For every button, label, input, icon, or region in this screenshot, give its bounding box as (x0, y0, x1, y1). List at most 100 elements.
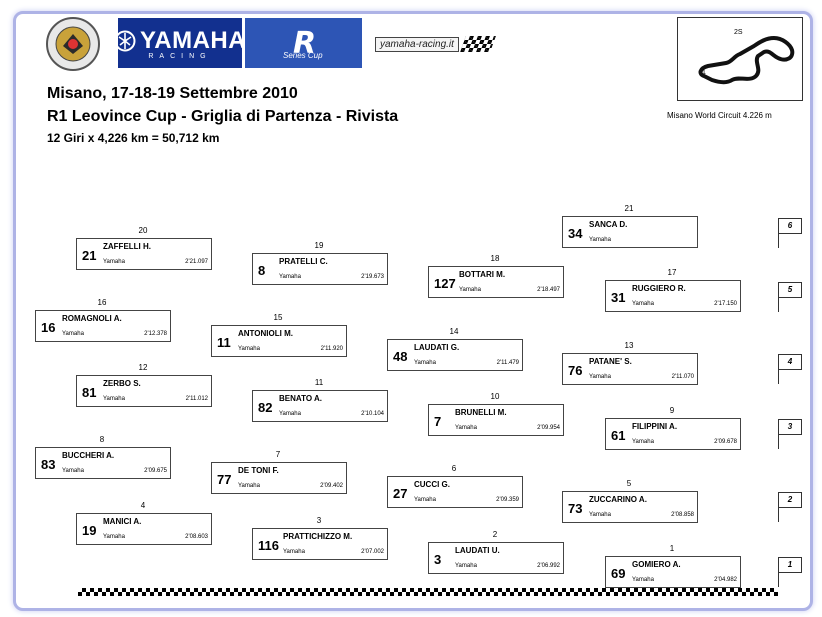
rider-qualifying-time: 2'08.603 (185, 534, 208, 540)
rider-qualifying-time: 2'21.097 (185, 259, 208, 265)
grid-position-label: 2 (492, 530, 498, 539)
rider-qualifying-time: 2'10.104 (361, 411, 384, 417)
rider-number: 16 (41, 320, 56, 335)
row-marker-4: 4 (778, 354, 802, 370)
rider-qualifying-time: 2'12.378 (144, 331, 167, 337)
rider-qualifying-time: 2'11.479 (496, 360, 519, 366)
rider-motorcycle: Yamaha (632, 577, 654, 583)
rider-name: BUCCHERI A. (62, 451, 115, 460)
rider-qualifying-time: 2'09.678 (714, 439, 737, 445)
grid-slot: 77 DE TONI F. Yamaha 2'09.402 (211, 462, 347, 494)
row-marker-3: 3 (778, 419, 802, 435)
rider-qualifying-time: 2'06.992 (537, 563, 560, 569)
rider-number: 69 (611, 566, 626, 581)
rider-name: CUCCI G. (414, 480, 450, 489)
rider-name: FILIPPINI A. (632, 422, 678, 431)
grid-position-label: 20 (138, 226, 148, 235)
rider-number: 81 (82, 385, 97, 400)
rider-number: 31 (611, 290, 626, 305)
rider-qualifying-time: 2'07.002 (361, 549, 384, 555)
grid-position-label: 3 (316, 516, 322, 525)
grid-position-label: 5 (626, 479, 632, 488)
grid-position-label: 7 (275, 450, 281, 459)
rider-number: 82 (258, 400, 273, 415)
rider-number: 34 (568, 226, 583, 241)
rider-number: 61 (611, 428, 626, 443)
rider-number: 21 (82, 248, 97, 263)
grid-position-label: 6 (451, 464, 457, 473)
rider-name: MANICI A. (103, 517, 142, 526)
page-title: Misano, 17-18-19 Settembre 2010 (47, 85, 298, 102)
grid-slot: 76 PATANE' S. Yamaha 2'11.070 (562, 353, 698, 385)
finish-line (78, 588, 778, 596)
rider-number: 76 (568, 363, 583, 378)
row-marker-5: 5 (778, 282, 802, 298)
rider-name: PRATTICHIZZO M. (283, 532, 353, 541)
yamaha-logo: YAMAHA RACING (114, 18, 246, 68)
row-marker-1: 1 (778, 557, 802, 573)
rider-motorcycle: Yamaha (455, 563, 477, 569)
rider-name: PATANE' S. (589, 357, 632, 366)
grid-position-label: 10 (490, 392, 500, 401)
rider-name: BOTTARI M. (459, 270, 506, 279)
rider-name: BENATO A. (279, 394, 322, 403)
rider-name: ANTONIOLI M. (238, 329, 293, 338)
rider-name: ZAFFELLI H. (103, 242, 151, 251)
rider-name: LAUDATI G. (414, 343, 460, 352)
rider-motorcycle: Yamaha (103, 259, 125, 265)
rider-name: DE TONI F. (238, 466, 279, 475)
r-series-logo: R Series Cup (245, 18, 362, 68)
turn-last-label: 2S (734, 29, 743, 36)
rider-number: 11 (217, 335, 231, 350)
rider-motorcycle: Yamaha (589, 374, 611, 380)
rider-qualifying-time: 2'11.070 (671, 374, 694, 380)
rider-number: 73 (568, 501, 583, 516)
rider-qualifying-time: 2'04.982 (714, 577, 737, 583)
grid-position-label: 16 (97, 298, 107, 307)
row-marker-pole (778, 571, 779, 587)
rider-motorcycle: Yamaha (238, 483, 260, 489)
rider-number: 8 (258, 263, 266, 278)
rider-qualifying-time: 2'09.402 (320, 483, 343, 489)
grid-position-label: 21 (624, 204, 634, 213)
grid-slot: 19 MANICI A. Yamaha 2'08.603 (76, 513, 212, 545)
rider-motorcycle: Yamaha (62, 468, 84, 474)
rider-name: GOMIERO A. (632, 560, 681, 569)
rider-number: 83 (41, 457, 56, 472)
grid-position-label: 1 (669, 544, 675, 553)
rider-name: BRUNELLI M. (455, 408, 507, 417)
grid-position-label: 13 (624, 341, 634, 350)
rider-qualifying-time: 2'19.673 (361, 274, 384, 280)
rider-number: 77 (217, 472, 232, 487)
rider-qualifying-time: 2'11.920 (320, 346, 343, 352)
rider-number: 127 (434, 276, 456, 291)
grid-position-label: 12 (138, 363, 148, 372)
rider-number: 116 (258, 538, 279, 553)
rider-motorcycle: Yamaha (589, 237, 611, 243)
grid-position-label: 17 (667, 268, 677, 277)
grid-slot: 82 BENATO A. Yamaha 2'10.104 (252, 390, 388, 422)
rider-motorcycle: Yamaha (103, 396, 125, 402)
rider-motorcycle: Yamaha (279, 411, 301, 417)
grid-position-label: 11 (314, 378, 324, 387)
row-marker-2: 2 (778, 492, 802, 508)
row-marker-pole (778, 232, 779, 248)
row-marker-pole (778, 296, 779, 312)
race-distance: 12 Giri x 4,226 km = 50,712 km (47, 131, 220, 145)
rider-motorcycle: Yamaha (103, 534, 125, 540)
rider-motorcycle: Yamaha (632, 301, 654, 307)
circuit-label: Misano World Circuit 4.226 m (667, 111, 772, 120)
turn-1-label: 1 (702, 69, 706, 76)
rider-qualifying-time: 2'09.675 (144, 468, 167, 474)
rider-motorcycle: Yamaha (459, 287, 481, 293)
rider-number: 19 (82, 523, 97, 538)
